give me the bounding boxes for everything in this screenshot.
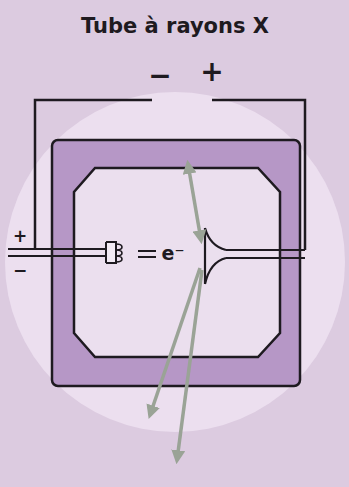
cathode-stem xyxy=(8,249,106,256)
terminal-sign: + xyxy=(200,58,223,86)
motion-lines xyxy=(138,251,156,257)
polarity-sign: + xyxy=(13,228,27,245)
terminal-sign: − xyxy=(148,62,171,90)
filament-coil xyxy=(116,244,122,262)
polarity-sign: − xyxy=(13,262,27,279)
cathode-cup xyxy=(106,242,116,263)
tube-housing xyxy=(52,140,300,386)
anode-stem xyxy=(226,250,305,258)
xray-arrow xyxy=(188,164,201,240)
anode-target xyxy=(205,228,226,284)
title: Tube à rayons X xyxy=(81,16,269,37)
glow xyxy=(5,92,345,432)
electron-label: e⁻ xyxy=(162,244,185,263)
vacuum-envelope xyxy=(74,168,280,357)
xray-arrow xyxy=(177,270,202,460)
